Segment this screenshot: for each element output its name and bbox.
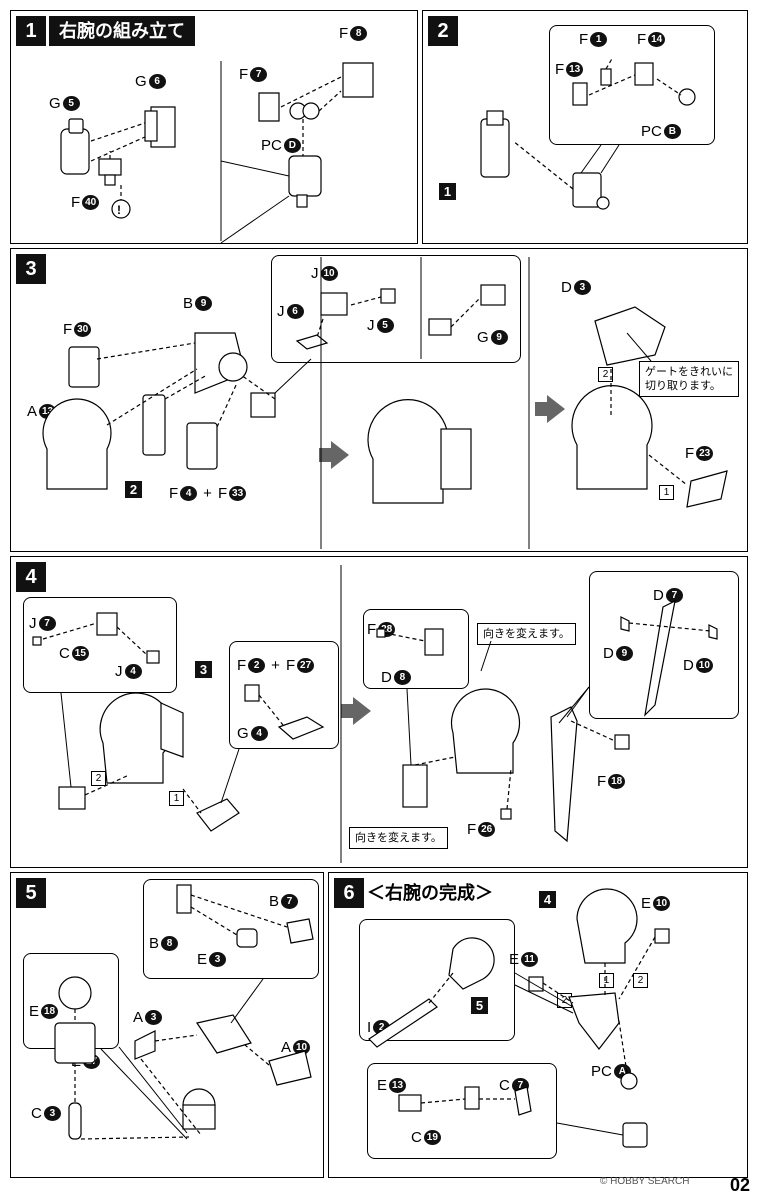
step-6-illustration	[368, 888, 670, 1148]
ref-step-4: 4	[539, 891, 556, 908]
hobby-search-logo: © HOBBY SEARCH	[600, 1176, 690, 1187]
step-1-illustration: !	[60, 61, 374, 244]
step-6-number: 6	[334, 878, 364, 908]
step-2-illustration	[480, 56, 696, 210]
step-1-title: 右腕の組み立て	[49, 16, 195, 46]
step-2-number: 2	[428, 16, 458, 46]
ref-step-3: 3	[195, 661, 212, 678]
ref-step-5: 5	[471, 997, 488, 1014]
step-5-number: 5	[16, 878, 46, 908]
tag-1: 1	[659, 485, 674, 500]
next-arrow	[341, 697, 371, 725]
ref-step-2: 2	[125, 481, 142, 498]
page-number: 02	[729, 1175, 750, 1195]
tag-2: 2	[633, 973, 648, 988]
next-arrow	[535, 395, 565, 423]
step-5-illustration	[54, 884, 314, 1140]
step-4-illustration	[32, 565, 718, 863]
step-1-number: 1	[16, 16, 46, 46]
tag-1: 1	[169, 791, 184, 806]
turn-note-top: 向きを変えます。	[477, 623, 576, 645]
step-6-title: ＜右腕の完成＞	[367, 883, 493, 903]
svg-text:!: !	[117, 203, 121, 217]
tag-2: 2	[598, 367, 613, 382]
gate-note: ゲートをきれいに 切り取ります。	[639, 361, 739, 397]
ref-step-1: 1	[439, 183, 456, 200]
step-3-illustration	[42, 257, 728, 549]
tag-2: 2	[91, 771, 106, 786]
step-4-number: 4	[16, 562, 46, 592]
step-4-detail-box-c	[363, 609, 469, 689]
next-arrow	[319, 441, 349, 469]
step-3-number: 3	[16, 254, 46, 284]
turn-note-bottom: 向きを変えます。	[349, 827, 448, 849]
step-5-panel: 5 B7 B8 E3 E18 E17 C3 A3 A10	[10, 872, 324, 1178]
tag-1: 1	[599, 973, 614, 988]
